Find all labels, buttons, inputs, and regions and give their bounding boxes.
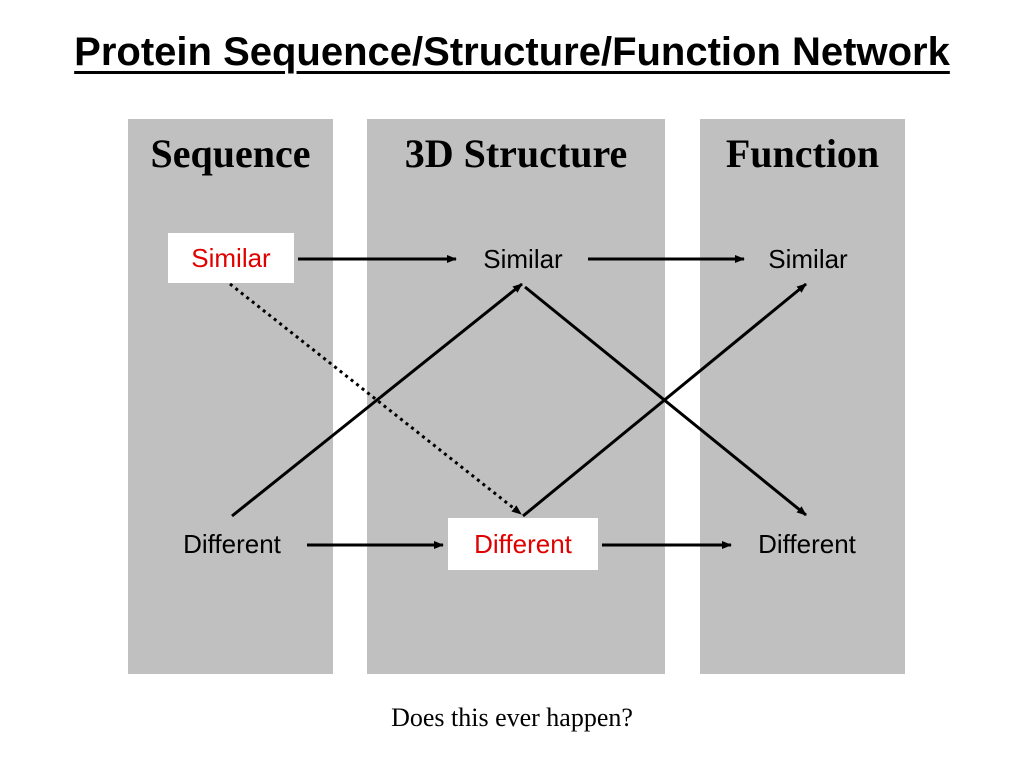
structure-header: 3D Structure [404,131,628,176]
function-similar-node: Similar [768,244,848,274]
arrow-struct-different-to-func-similar [522,282,807,518]
sequence-different-node: Different [183,529,281,559]
structure-different-node: Different [448,518,598,570]
structure-similar-node: Similar [483,244,563,274]
function-header: Function [725,131,880,176]
sequence-header: Sequence [150,131,311,176]
caption: Does this ever happen? [391,703,633,732]
function-different-node: Different [758,529,856,559]
sequence-column [128,119,333,674]
sequence-similar-node: Similar [168,233,294,283]
slide-title: Protein Sequence/Structure/Function Netw… [74,30,950,74]
function-column [700,119,905,674]
arrow-seq-different-to-struct-similar [231,282,523,518]
dotted-arrow-seq-similar-to-struct-different [229,282,522,516]
structure-column [367,119,665,674]
